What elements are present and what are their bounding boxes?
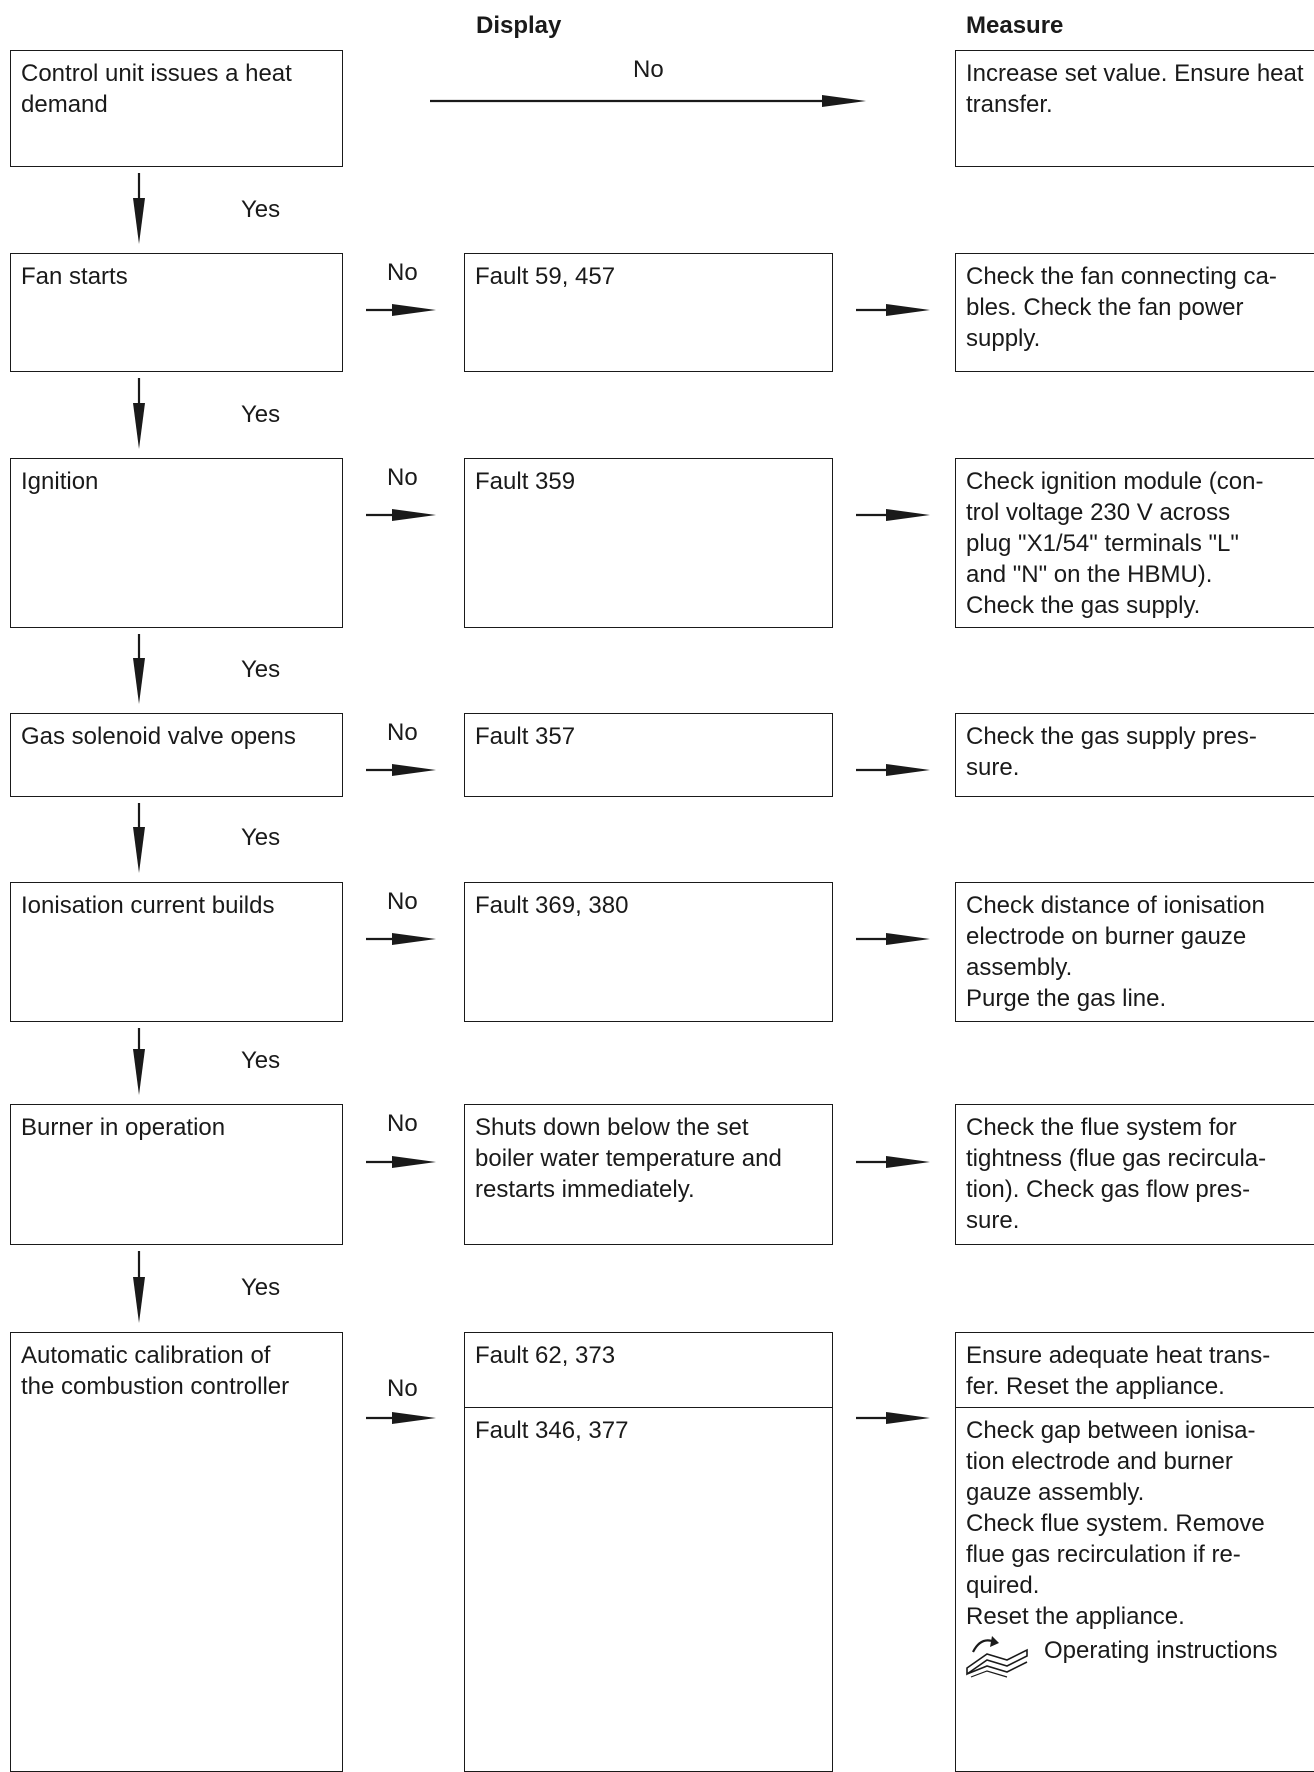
measure-box-calibration-2: Check gap between ionisa- tion electrode…: [955, 1407, 1314, 1772]
display-column-header: Display: [476, 12, 562, 39]
condition-box-heat-demand: Control unit issues a heat demand: [10, 50, 343, 167]
measure-box-burner: Check the flue system for tightness (flu…: [955, 1104, 1314, 1245]
yes-arrow-0-head: [133, 198, 145, 244]
no-arrow-left-1-head: [392, 304, 436, 316]
yes-arrow-4-head: [133, 1049, 145, 1095]
no-label-6: No: [387, 1375, 418, 1402]
no-label-1: No: [387, 259, 418, 286]
display-box-calibration-2: Fault 346, 377: [464, 1407, 833, 1772]
yes-label-1: Yes: [241, 401, 281, 428]
no-arrow-0-head: [822, 95, 866, 107]
operating-instructions-reference: Operating instructions: [1044, 1637, 1278, 1664]
measure-box-heat-demand: Increase set value. Ensure heat transfer…: [955, 50, 1314, 167]
display-box-calibration-1: Fault 62, 373: [464, 1332, 833, 1408]
yes-arrow-3-head: [133, 827, 145, 873]
display-box-ionisation: Fault 369, 380: [464, 882, 833, 1022]
condition-box-burner: Burner in operation: [10, 1104, 343, 1245]
no-label-3: No: [387, 719, 418, 746]
measure-box-ionisation: Check distance of ionisation electrode o…: [955, 882, 1314, 1022]
display-box-ignition: Fault 359: [464, 458, 833, 628]
no-label-5: No: [387, 1110, 418, 1137]
yes-label-3: Yes: [241, 824, 281, 851]
no-arrow-right-1-head: [886, 304, 930, 316]
condition-box-ionisation: Ionisation current builds: [10, 882, 343, 1022]
no-arrow-right-3-head: [886, 764, 930, 776]
no-arrow-right-6-head: [886, 1412, 930, 1424]
measure-box-calibration-1: Ensure adequate heat trans- fer. Reset t…: [955, 1332, 1314, 1408]
no-arrow-right-5-head: [886, 1156, 930, 1168]
book-arrow-icon: [966, 1636, 1028, 1678]
condition-box-gas-valve: Gas solenoid valve opens: [10, 713, 343, 797]
yes-arrow-5-head: [133, 1277, 145, 1323]
display-box-fan-starts: Fault 59, 457: [464, 253, 833, 372]
display-box-gas-valve: Fault 357: [464, 713, 833, 797]
no-arrow-left-6-head: [392, 1412, 436, 1424]
no-label-0: No: [633, 56, 664, 83]
display-box-burner: Shuts down below the set boiler water te…: [464, 1104, 833, 1245]
measure-box-fan-starts: Check the fan connecting ca- bles. Check…: [955, 253, 1314, 372]
condition-box-fan-starts: Fan starts: [10, 253, 343, 372]
measure-box-ignition: Check ignition module (con- trol voltage…: [955, 458, 1314, 628]
yes-arrow-1-head: [133, 403, 145, 449]
measure-box-gas-valve: Check the gas supply pres- sure.: [955, 713, 1314, 797]
yes-arrow-2-head: [133, 658, 145, 704]
no-arrow-left-2-head: [392, 509, 436, 521]
yes-label-5: Yes: [241, 1274, 281, 1301]
no-label-2: No: [387, 464, 418, 491]
no-label-4: No: [387, 888, 418, 915]
no-arrow-left-4-head: [392, 933, 436, 945]
condition-box-ignition: Ignition: [10, 458, 343, 628]
no-arrow-left-3-head: [392, 764, 436, 776]
condition-box-calibration: Automatic calibration of the combustion …: [10, 1332, 343, 1772]
yes-label-0: Yes: [241, 196, 281, 223]
yes-label-2: Yes: [241, 656, 281, 683]
no-arrow-left-5-head: [392, 1156, 436, 1168]
yes-label-4: Yes: [241, 1047, 281, 1074]
measure-column-header: Measure: [966, 12, 1064, 39]
no-arrow-right-4-head: [886, 933, 930, 945]
no-arrow-right-2-head: [886, 509, 930, 521]
